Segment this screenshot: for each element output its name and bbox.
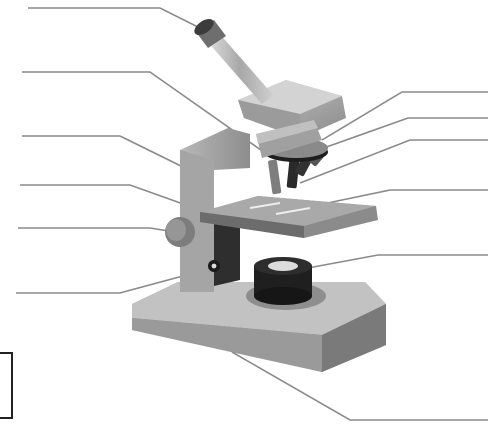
leader-line-nosepiece [322, 92, 488, 140]
leader-line-stage [20, 185, 200, 210]
leader-line-coarse-focus [18, 228, 175, 232]
leader-line-arm [22, 136, 185, 168]
coarse-focus-knob [165, 217, 195, 247]
leader-line-base [232, 352, 488, 420]
frame-bracket [0, 352, 13, 419]
leader-line-eyepiece [28, 8, 200, 28]
body-tube [192, 16, 274, 104]
leader-line-stage-right [318, 190, 488, 205]
leader-line-light-source [308, 255, 488, 268]
leader-line-objective [318, 118, 488, 150]
